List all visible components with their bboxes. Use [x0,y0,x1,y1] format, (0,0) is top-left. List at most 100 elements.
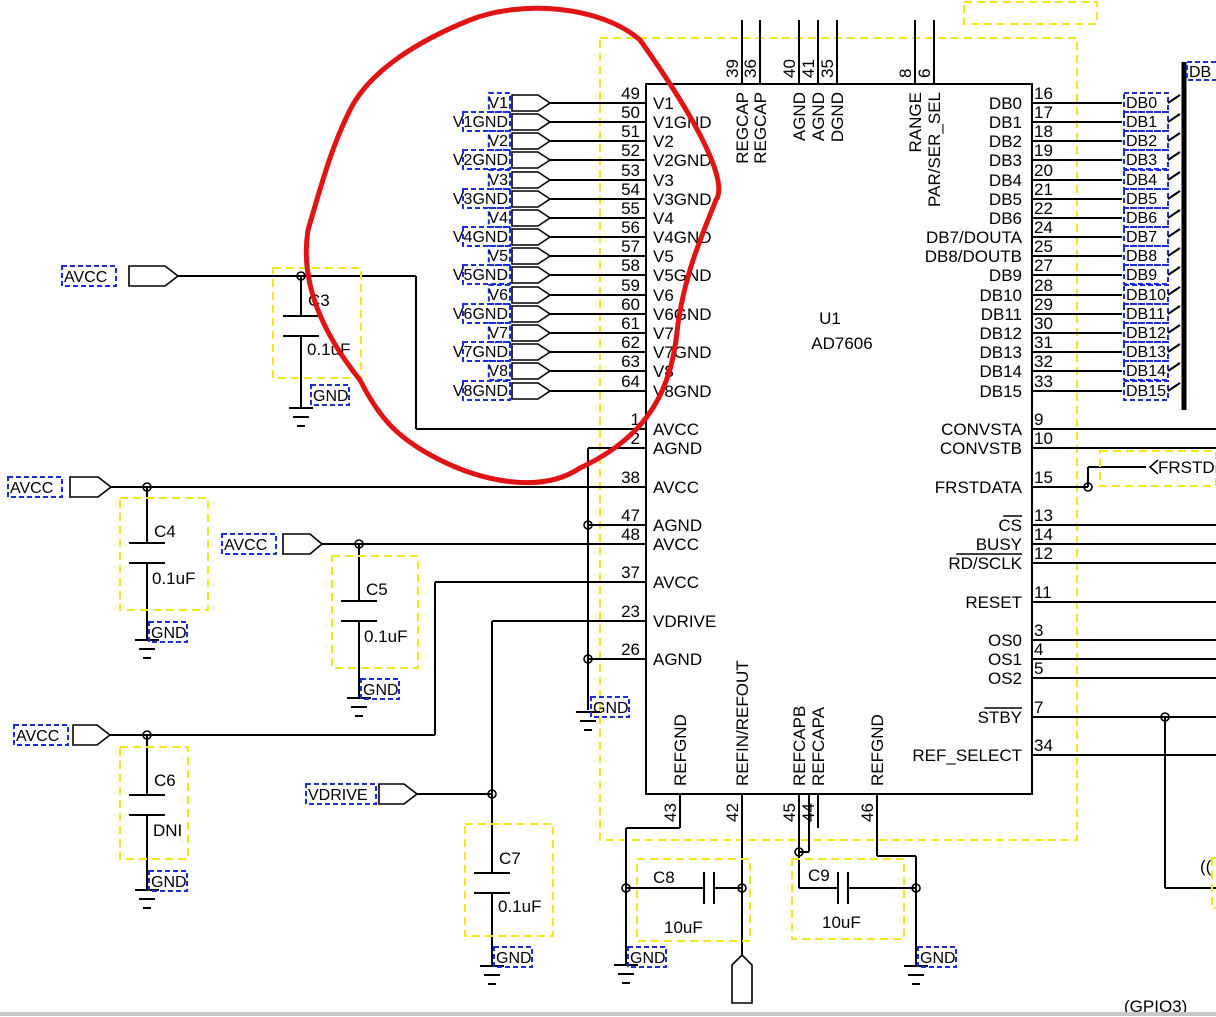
input-label-group: V1V1GNDV2V2GNDV3V3GNDV4V4GNDV5V5GNDV6V6G… [453,92,600,401]
db-label-db11[interactable]: DB11 [1078,303,1181,324]
input-port-v1gnd[interactable]: V1GND [453,111,600,132]
db-label-db8[interactable]: DB8 [1078,245,1181,266]
db-label-db4[interactable]: DB4 [1078,169,1181,190]
pin-number: 20 [1034,161,1053,180]
input-port-v2gnd[interactable]: V2GND [453,149,600,170]
input-port-v8[interactable]: V8 [487,360,600,381]
db-label-db14[interactable]: DB14 [1078,360,1181,381]
db-label-db12[interactable]: DB12 [1078,322,1181,343]
pin-number: 57 [621,237,640,256]
db-label-db1[interactable]: DB1 [1078,111,1181,132]
input-port-v6[interactable]: V6 [487,284,600,305]
db-label-db3[interactable]: DB3 [1078,149,1181,170]
db-label-db9[interactable]: DB9 [1078,264,1181,285]
db-label-db10[interactable]: DB10 [1078,284,1181,305]
input-port-v5[interactable]: V5 [487,245,600,266]
c4-ref: C4 [154,522,176,541]
db-label-db2[interactable]: DB2 [1078,130,1181,151]
chip-body[interactable] [645,83,1033,795]
db-tap-label: DB7 [1126,229,1157,246]
input-port-v4[interactable]: V4 [487,207,600,228]
pin-name: V8GND [653,382,712,401]
input-port-v6gnd[interactable]: V6GND [453,303,600,324]
input-port-v2[interactable]: V2 [487,130,600,151]
input-port-v3gnd[interactable]: V3GND [453,188,600,209]
db-label-db0[interactable]: DB0 [1078,92,1181,113]
pin-number: 56 [621,218,640,237]
input-port-v8gnd[interactable]: V8GND [453,380,600,401]
pin-name: AVCC [653,535,699,554]
db-label-db5[interactable]: DB5 [1078,188,1181,209]
db-label-db7[interactable]: DB7 [1078,226,1181,247]
db-label-db6[interactable]: DB6 [1078,207,1181,228]
db-label-db13[interactable]: DB13 [1078,341,1181,362]
vdrive-label: VDRIVE [308,787,368,804]
pin-number: 62 [621,333,640,352]
pin-number: 34 [1034,736,1053,755]
pin-number: 39 [723,59,742,78]
input-port-v4gnd[interactable]: V4GND [453,226,600,247]
input-port-v7gnd[interactable]: V7GND [453,341,600,362]
input-port-v7[interactable]: V7 [487,322,600,343]
db-label-db15[interactable]: DB15 [1078,380,1181,401]
input-port-v3[interactable]: V3 [487,169,600,190]
input-label: V8GND [453,383,508,400]
pin-number: 45 [780,803,799,822]
junction-agnd-47 [583,520,593,530]
input-port-v1[interactable]: V1 [487,92,600,113]
input-port-v5gnd[interactable]: V5GND [453,264,600,285]
